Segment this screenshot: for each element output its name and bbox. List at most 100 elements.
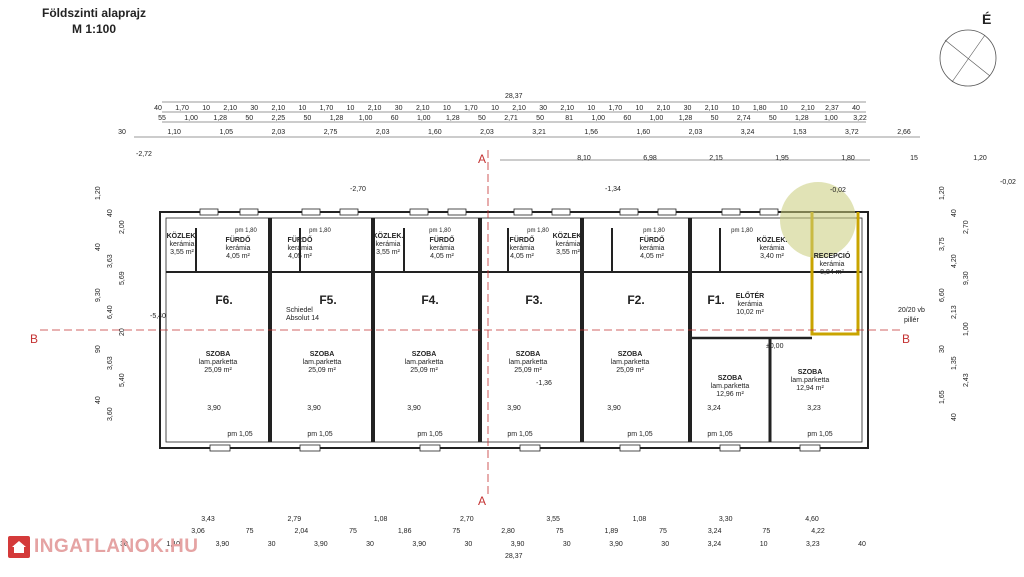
- overall-width-bottom: 28,37: [505, 553, 523, 560]
- dim-bottom-1: 4,60: [805, 516, 819, 523]
- dim-top-1: 1,70: [464, 105, 478, 112]
- room-floor: lam.parketta: [303, 359, 342, 366]
- dim-top-2: 81: [565, 115, 573, 122]
- dim-bottom-3: 3,90: [609, 541, 623, 548]
- dim-right: 2,70: [963, 220, 970, 234]
- dim-bottom-1: 2,79: [287, 516, 301, 523]
- dim-bottom-3: 3,90: [412, 541, 426, 548]
- dim-top-3: 2,03: [480, 129, 494, 136]
- section-label-a-top: A: [478, 152, 486, 166]
- dim-top-3: 1,60: [637, 129, 651, 136]
- watermark: INGATLANOK.HU: [8, 536, 198, 558]
- room-width: 3,90: [307, 405, 321, 412]
- level-mark: -0,02: [830, 187, 846, 194]
- room-name: FÜRDŐ: [510, 235, 535, 244]
- dim-top-2: 2,25: [272, 115, 286, 122]
- room-name: KÖZLEK.: [757, 235, 788, 244]
- room-area: 3,55 m²: [170, 249, 194, 256]
- dim-right: 2,13: [951, 305, 958, 319]
- dim-top-1: 30: [539, 105, 547, 112]
- unit-label: F6.: [215, 293, 232, 307]
- room-name: KÖZLEK.: [167, 231, 198, 240]
- room-area: 12,96 m²: [716, 391, 744, 398]
- dim-top-extra: 6,98: [643, 155, 657, 162]
- room-area: 3,55 m²: [376, 249, 400, 256]
- level-mark: -2,70: [350, 186, 366, 193]
- dim-bottom-3: 30: [661, 541, 669, 548]
- section-label-b-right: B: [902, 332, 910, 346]
- north-arrow: É: [939, 11, 997, 87]
- unit-labels: F6.F5.F4.F3.F2.F1.: [215, 293, 724, 307]
- room-name: FÜRDŐ: [640, 235, 665, 244]
- room-name: FÜRDŐ: [288, 235, 313, 244]
- dim-top-1: 10: [587, 105, 595, 112]
- drawing-scale: M 1:100: [72, 22, 117, 36]
- room-floor: lam.parketta: [405, 359, 444, 366]
- dim-top-1: 40: [852, 105, 860, 112]
- dim-right: 4,20: [951, 254, 958, 268]
- dim-top-1: 1,70: [175, 105, 189, 112]
- dim-top-2: 2,71: [504, 115, 518, 122]
- dim-bottom-1: 2,70: [460, 516, 474, 523]
- dim-left: 3,63: [107, 254, 114, 268]
- dim-right: 1,20: [939, 186, 946, 200]
- room-area: 4,05 m²: [430, 253, 454, 260]
- dim-top-2: 50: [304, 115, 312, 122]
- room-floor: lam.parketta: [711, 383, 750, 390]
- dim-top-3: 2,03: [272, 129, 286, 136]
- dim-top-extra: 2,15: [709, 155, 723, 162]
- dim-top-2: 1,28: [213, 115, 227, 122]
- dim-top-3: 30: [118, 129, 126, 136]
- dim-top-1: 2,10: [416, 105, 430, 112]
- dim-top-1: 1,70: [320, 105, 334, 112]
- dim-bottom-2: 75: [659, 528, 667, 535]
- dim-top-1: 2,10: [368, 105, 382, 112]
- room-name: ELŐTÉR: [736, 291, 764, 300]
- dim-top-3: 2,03: [689, 129, 703, 136]
- room-name: SZOBA: [310, 351, 335, 358]
- pm-label-top: pm 1,80: [731, 228, 753, 234]
- dim-top-3: 3,24: [741, 129, 755, 136]
- dim-right: 2,43: [963, 373, 970, 387]
- dim-top-1: 10: [443, 105, 451, 112]
- room-floor: kerámia: [556, 241, 581, 248]
- level-mark: -2,72: [136, 151, 152, 158]
- dim-top-2: 1,00: [184, 115, 198, 122]
- dim-left: 40: [95, 396, 102, 404]
- room-area: 25,09 m²: [204, 367, 232, 374]
- dim-top-1: 2,10: [560, 105, 574, 112]
- dim-right: 30: [939, 345, 946, 353]
- dim-left: 5,40: [119, 373, 126, 387]
- pm-label-top: pm 1,80: [643, 228, 665, 234]
- note-piller-1: 20/20 vb: [898, 307, 925, 314]
- top-dimensions: [134, 101, 920, 161]
- note-schiedel-1: Schiedel: [286, 307, 313, 314]
- watermark-text: INGATLANOK.HU: [34, 536, 199, 557]
- unit-label: F5.: [319, 293, 336, 307]
- dim-top-3: 2,03: [376, 129, 390, 136]
- room-area: 4,05 m²: [226, 253, 250, 260]
- room-area: 25,09 m²: [308, 367, 336, 374]
- room-floor: kerámia: [430, 245, 455, 252]
- dim-top-1: 30: [395, 105, 403, 112]
- room-area: 25,09 m²: [514, 367, 542, 374]
- overall-width-top: 28,37: [505, 93, 523, 100]
- dim-bottom-1: 3,30: [719, 516, 733, 523]
- dim-bottom-2: 75: [556, 528, 564, 535]
- dim-top-2: 50: [536, 115, 544, 122]
- unit-label: F2.: [627, 293, 644, 307]
- dim-bottom-3: 30: [120, 541, 128, 548]
- room-area: 4,05 m²: [510, 253, 534, 260]
- dim-top-2: 1,28: [330, 115, 344, 122]
- dim-top-2: 1,00: [824, 115, 838, 122]
- dim-left: 3,60: [107, 407, 114, 421]
- room-floor: lam.parketta: [509, 359, 548, 366]
- dim-bottom-3: 3,23: [806, 541, 820, 548]
- room-floor: lam.parketta: [791, 377, 830, 384]
- dim-top-2: 50: [245, 115, 253, 122]
- room-area: 25,09 m²: [616, 367, 644, 374]
- dim-top-2: 1,00: [591, 115, 605, 122]
- dim-bottom-2: 1,89: [605, 528, 619, 535]
- dim-top-3: 2,75: [324, 129, 338, 136]
